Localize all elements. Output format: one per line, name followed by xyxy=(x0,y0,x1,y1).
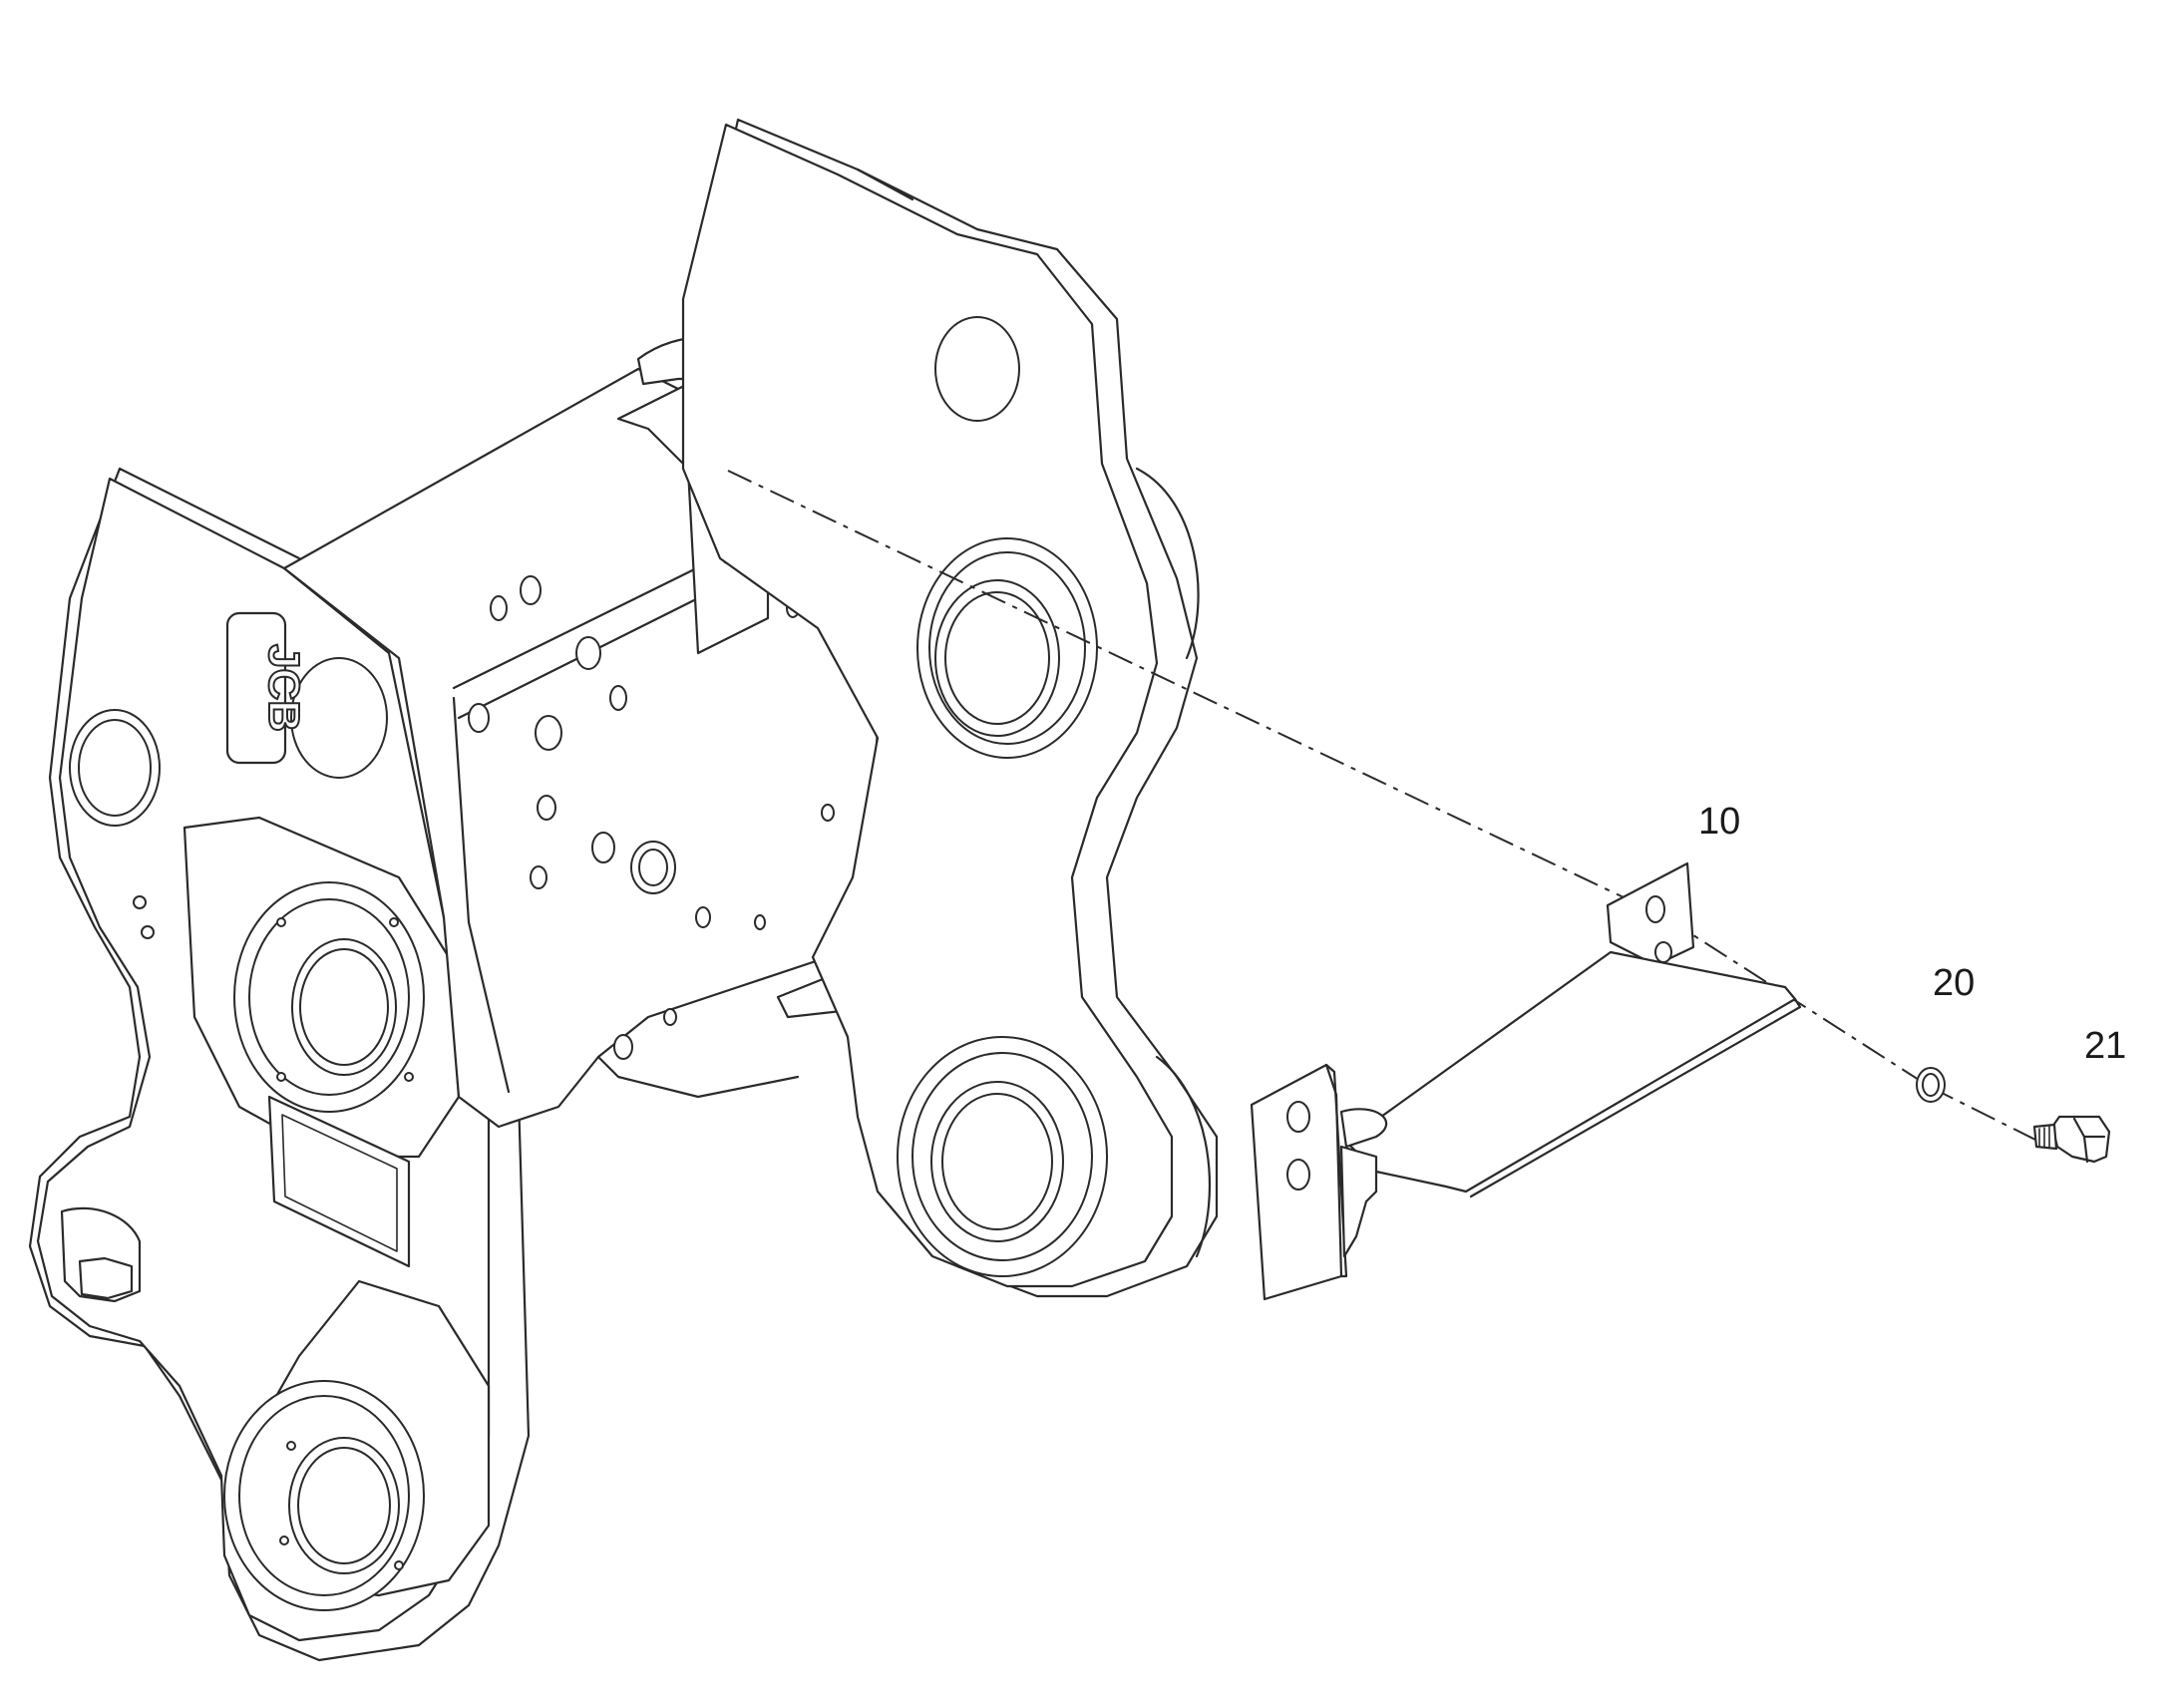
callout-20: 20 xyxy=(1933,962,1976,1004)
jcb-logo-text: JCB xyxy=(259,644,308,732)
rear-side-plate: JCB xyxy=(28,467,531,1662)
callout-21: 21 xyxy=(2084,1025,2127,1067)
part-10-bracket xyxy=(1250,861,1802,1301)
jcb-logo-plate xyxy=(225,611,287,765)
alignment-line-bolt xyxy=(1929,1086,2050,1148)
part-21-bolt xyxy=(2032,1115,2111,1164)
callout-10: 10 xyxy=(1698,801,1741,843)
alignment-line-main xyxy=(727,470,1666,918)
front-side-plate xyxy=(681,118,1219,1298)
part-20-washer xyxy=(1916,1067,1946,1103)
